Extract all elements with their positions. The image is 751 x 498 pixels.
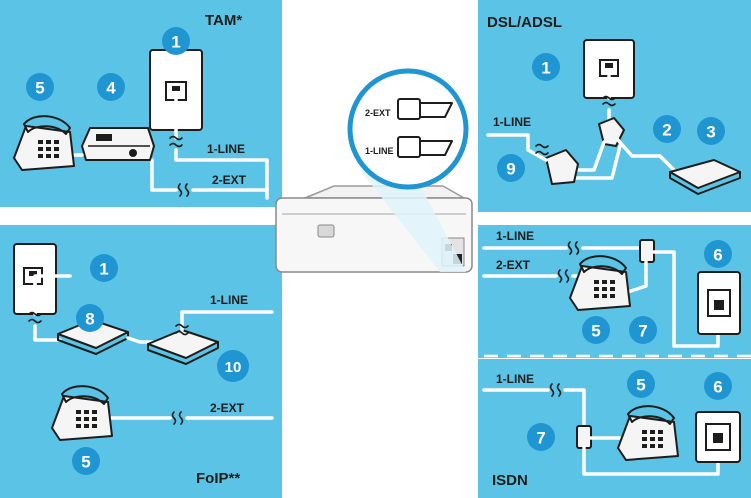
split-badge-6: 6 — [704, 240, 732, 268]
foip-title: FoIP** — [196, 470, 240, 487]
split-wall-jack-icon — [697, 271, 741, 335]
svg-text:7: 7 — [536, 429, 545, 448]
dsl-line1-label: 1-LINE — [493, 115, 531, 129]
tam-panel — [0, 0, 282, 207]
answering-machine-icon — [81, 127, 155, 161]
svg-text:1: 1 — [99, 260, 108, 279]
foip-line1-label: 1-LINE — [210, 293, 248, 307]
tam-title: TAM* — [205, 12, 242, 29]
tam-line1-label: 1-LINE — [207, 142, 245, 156]
split-badge-7: 7 — [629, 316, 657, 344]
port-magnifier: 2-EXT 1-LINE — [347, 68, 469, 272]
tam-ext2-label: 2-EXT — [212, 173, 247, 187]
svg-text:1: 1 — [541, 59, 550, 78]
isdn-badge-7: 7 — [527, 423, 555, 451]
svg-text:4: 4 — [106, 79, 116, 98]
tam-badge-1: 1 — [162, 27, 190, 55]
foip-badge-5: 5 — [72, 447, 100, 475]
isdn-telephone-icon — [617, 405, 679, 461]
svg-text:1: 1 — [171, 33, 180, 52]
isdn-wall-jack-icon — [695, 411, 741, 463]
svg-text:6: 6 — [713, 246, 722, 265]
foip-badge-1: 1 — [90, 254, 118, 282]
split-line1-label: 1-LINE — [496, 229, 534, 243]
voip-adapter-icon — [147, 329, 219, 365]
foip-ext2-label: 2-EXT — [210, 401, 245, 415]
svg-text:5: 5 — [591, 322, 600, 341]
telephone-icon — [13, 115, 75, 171]
svg-text:5: 5 — [81, 453, 90, 472]
isdn-title: ISDN — [492, 472, 528, 489]
line-port-label: 1-LINE — [365, 146, 394, 156]
isdn-splitter-icon — [576, 425, 592, 449]
router-icon — [669, 159, 741, 195]
split-telephone-icon — [569, 255, 631, 311]
dsl-title: DSL/ADSL — [487, 14, 562, 31]
isdn-line1-label: 1-LINE — [496, 372, 534, 386]
dsl-badge-9: 9 — [497, 154, 525, 182]
foip-telephone-icon — [51, 385, 113, 441]
svg-text:6: 6 — [713, 378, 722, 397]
ext-port-icon — [397, 98, 453, 120]
foip-badge-8: 8 — [76, 304, 104, 332]
dsl-wall-jack-icon — [583, 39, 635, 99]
svg-text:2: 2 — [662, 121, 671, 140]
svg-text:7: 7 — [638, 322, 647, 341]
isdn-badge-6: 6 — [704, 372, 732, 400]
svg-text:5: 5 — [636, 376, 645, 395]
dsl-filter-icon — [545, 149, 579, 185]
foip-badge-10: 10 — [217, 350, 249, 382]
dsl-badge-2: 2 — [653, 115, 681, 143]
svg-text:8: 8 — [85, 310, 94, 329]
svg-text:9: 9 — [506, 160, 515, 179]
line-port-icon — [397, 136, 453, 158]
split-ext2-label: 2-EXT — [496, 258, 531, 272]
tam-badge-5: 5 — [26, 73, 54, 101]
dsl-badge-1: 1 — [532, 53, 560, 81]
svg-text:3: 3 — [706, 123, 715, 142]
isdn-badge-5: 5 — [627, 370, 655, 398]
dsl-badge-3: 3 — [697, 117, 725, 145]
splitter-icon — [639, 239, 655, 263]
svg-text:5: 5 — [35, 79, 44, 98]
ext-port-label: 2-EXT — [365, 108, 391, 118]
split-badge-5: 5 — [582, 316, 610, 344]
tam-badge-4: 4 — [97, 73, 125, 101]
svg-text:10: 10 — [225, 359, 242, 376]
